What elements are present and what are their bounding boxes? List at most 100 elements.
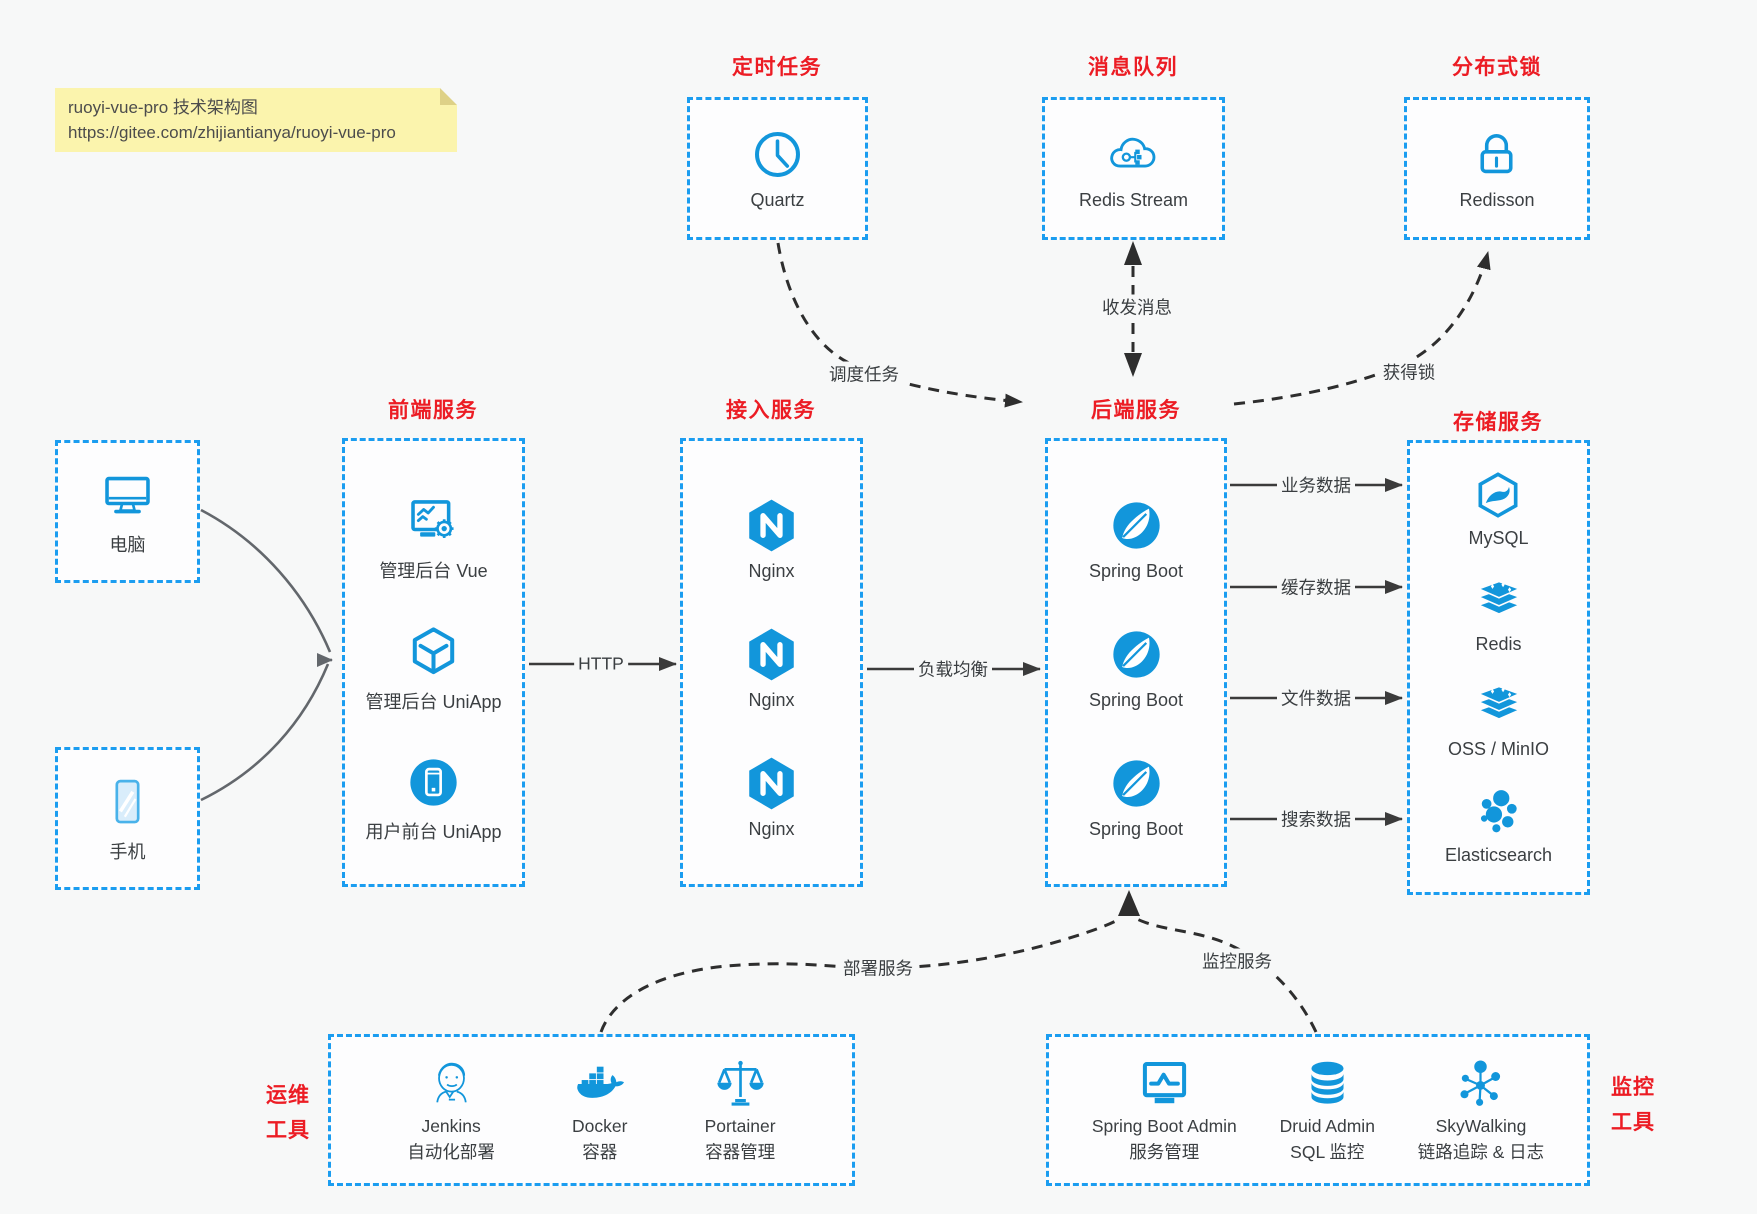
edge-label-business-data: 业务数据 [1277, 472, 1355, 498]
node-label: 管理后台 UniApp [365, 691, 502, 712]
node-redis-stream: Redis Stream [1079, 126, 1188, 211]
druid-database-icon [1299, 1056, 1356, 1113]
monitoring-tools-title-line2: 工具 [1611, 1111, 1655, 1134]
docker-icon [571, 1056, 628, 1113]
node-quartz: Quartz [749, 126, 806, 211]
node-label: Nginx [748, 561, 795, 581]
node-springboot-1: Spring Boot [1089, 497, 1183, 582]
node-elasticsearch: Elasticsearch [1445, 786, 1552, 866]
mysql-icon [1472, 469, 1524, 521]
edge-label-acquire-lock: 获得锁 [1378, 359, 1440, 385]
cloud-network-icon [1105, 126, 1162, 183]
spring-icon [1108, 755, 1165, 812]
node-sublabel: 容器 [582, 1141, 618, 1162]
node-nginx-3: Nginx [743, 755, 800, 840]
node-redisson: Redisson [1459, 126, 1535, 211]
node-nginx-1: Nginx [743, 497, 800, 582]
node-nginx-2: Nginx [743, 626, 800, 711]
storage-services-box: MySQL Redis OSS / MinIO Elasticsearch [1407, 440, 1590, 895]
group-title-gateway: 接入服务 [726, 399, 816, 422]
nginx-icon [743, 497, 800, 554]
node-label: 管理后台 Vue [379, 561, 488, 582]
node-redis: Redis [1473, 575, 1525, 655]
node-label: Quartz [750, 190, 805, 210]
node-label: Druid Admin [1279, 1115, 1375, 1136]
backend-services-box: Spring Boot Spring Boot Spring Boot [1045, 438, 1227, 887]
node-springboot-3: Spring Boot [1089, 755, 1183, 840]
node-label: Nginx [748, 819, 795, 839]
node-label: Spring Boot [1088, 819, 1184, 839]
node-mysql: MySQL [1468, 469, 1529, 549]
spring-boot-admin-icon [1136, 1056, 1193, 1113]
group-title-mq: 消息队列 [1088, 56, 1178, 79]
desktop-icon [99, 467, 156, 524]
node-sublabel: SQL 监控 [1290, 1141, 1365, 1162]
edge-label-send-receive-message: 收发消息 [1098, 294, 1176, 320]
group-title-scheduler: 定时任务 [732, 56, 822, 79]
node-label: SkyWalking [1435, 1115, 1527, 1136]
mq-box: Redis Stream [1042, 97, 1225, 240]
nginx-icon [743, 626, 800, 683]
node-docker: Docker 容器 [571, 1056, 628, 1165]
node-label: Redisson [1459, 190, 1535, 210]
edge-label-http: HTTP [574, 653, 628, 675]
monitoring-tools-box: Spring Boot Admin 服务管理 Druid Admin SQL 监… [1046, 1034, 1590, 1186]
edge-label-schedule-task: 调度任务 [825, 361, 903, 387]
client-pc-box: 电脑 [55, 440, 200, 583]
node-label: Elasticsearch [1444, 845, 1553, 866]
uniapp-phone-icon [405, 754, 462, 811]
node-label: Spring Boot [1088, 561, 1184, 581]
client-mobile-box: 手机 [55, 747, 200, 890]
node-sublabel: 服务管理 [1129, 1141, 1200, 1162]
node-sublabel: 容器管理 [705, 1141, 776, 1162]
monitoring-tools-title: 监控 工具 [1611, 1070, 1655, 1140]
node-label: Spring Boot [1088, 690, 1184, 710]
gateway-services-box: Nginx Nginx Nginx [680, 438, 863, 887]
node-label: 手机 [109, 841, 146, 862]
ops-tools-title-line2: 工具 [266, 1119, 310, 1142]
node-jenkins: Jenkins 自动化部署 [407, 1056, 495, 1165]
node-label: Redis Stream [1078, 190, 1189, 210]
frontend-services-box: 管理后台 Vue 管理后台 UniApp 用户前台 UniApp [342, 438, 525, 887]
nginx-icon [743, 755, 800, 812]
node-label: Nginx [748, 690, 795, 710]
node-druid-admin: Druid Admin SQL 监控 [1280, 1056, 1375, 1165]
oss-stack-icon [1473, 680, 1525, 732]
edge-label-load-balance: 负载均衡 [914, 656, 992, 682]
ops-tools-title: 运维 工具 [266, 1078, 310, 1148]
node-mobile: 手机 [99, 774, 156, 864]
sticky-note: ruoyi-vue-pro 技术架构图 https://gitee.com/zh… [55, 88, 457, 152]
node-label: Jenkins [421, 1115, 481, 1136]
node-label: Portainer [704, 1115, 776, 1136]
node-skywalking: SkyWalking 链路追踪 & 日志 [1418, 1056, 1544, 1165]
node-sublabel: 链路追踪 & 日志 [1417, 1141, 1545, 1162]
elasticsearch-icon [1472, 786, 1524, 838]
group-title-storage: 存储服务 [1453, 411, 1543, 434]
spring-icon [1108, 497, 1165, 554]
node-label: 电脑 [109, 534, 146, 555]
jenkins-icon [423, 1056, 480, 1113]
mobile-icon [99, 774, 156, 831]
skywalking-icon [1452, 1056, 1509, 1113]
spring-icon [1108, 626, 1165, 683]
uniapp-cube-icon [405, 624, 462, 681]
node-springboot-2: Spring Boot [1089, 626, 1183, 711]
node-sublabel: 自动化部署 [407, 1141, 495, 1162]
edge-label-monitor-service: 监控服务 [1198, 948, 1276, 974]
node-label: Docker [572, 1115, 628, 1136]
clock-icon [749, 126, 806, 183]
note-title: ruoyi-vue-pro 技术架构图 [68, 98, 258, 117]
group-title-lock: 分布式锁 [1452, 56, 1542, 79]
monitoring-tools-title-line1: 监控 [1611, 1076, 1655, 1099]
portainer-icon [712, 1056, 769, 1113]
group-title-backend: 后端服务 [1091, 399, 1181, 422]
node-portainer: Portainer 容器管理 [705, 1056, 776, 1165]
scheduler-box: Quartz [687, 97, 868, 240]
node-user-uniapp: 用户前台 UniApp [365, 754, 502, 844]
node-pc: 电脑 [99, 467, 156, 557]
node-spring-boot-admin: Spring Boot Admin 服务管理 [1092, 1056, 1237, 1165]
ops-tools-title-line1: 运维 [266, 1084, 310, 1107]
node-label: MySQL [1468, 527, 1529, 548]
admin-vue-icon [405, 493, 462, 550]
